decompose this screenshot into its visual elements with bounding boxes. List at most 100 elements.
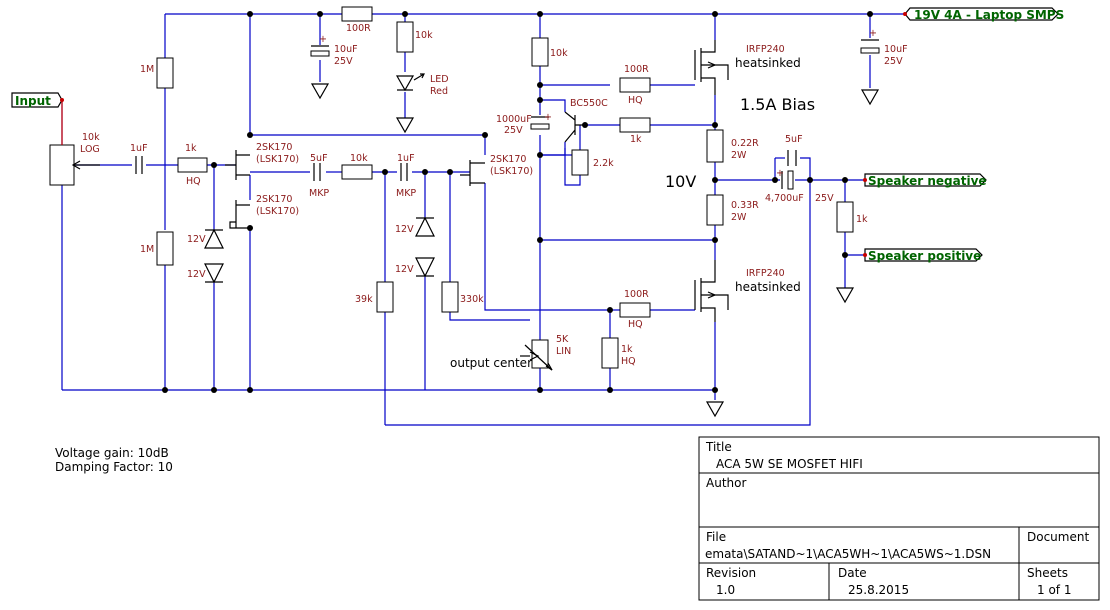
label-c-5uf-out: 5uF [785, 134, 803, 145]
resistor-1k-bias [619, 117, 651, 133]
output-center-annotation: output center [450, 356, 532, 370]
label-c-out-b: 25V [815, 193, 834, 204]
resistor-100r-q1 [619, 77, 651, 93]
resistor-033 [706, 194, 724, 226]
label-jfet1-a: 2SK170 [256, 142, 292, 153]
wires [61, 13, 905, 426]
title-value: ACA 5W SE MOSFET HIFI [716, 457, 863, 471]
supply-port-label: 19V 4A - Laptop SMPS [914, 8, 1064, 22]
speaker-positive-label: Speaker positive [868, 249, 981, 263]
label-r-022-rating: 2W [731, 150, 747, 161]
label-r-100r-q1: 100R [624, 64, 649, 75]
resistor-022 [706, 129, 724, 163]
resistor-2-2k [571, 149, 589, 176]
label-zener1: 12V [187, 234, 206, 245]
label-zener4: 12V [395, 264, 414, 275]
capacitors [135, 39, 880, 190]
label-r-1k-hq: 1k [621, 344, 633, 355]
resistors [49, 6, 854, 369]
label-jfet2-a: 2SK170 [256, 194, 292, 205]
label-r-100r-q1-grade: HQ [628, 95, 643, 106]
label-c-1000uf-b: 25V [504, 125, 523, 136]
label-c-in: 1uF [130, 143, 148, 154]
input-port: Input [11, 92, 64, 145]
label-pot-input-value: 10k [82, 132, 100, 143]
label-c-out-a: 4,700uF [765, 193, 804, 204]
potentiometer-5k [531, 339, 549, 369]
label-r-330k: 330k [460, 294, 484, 305]
resistor-1k-input [177, 157, 208, 173]
label-mosfet-bottom: IRFP240 [746, 268, 785, 279]
label-r-1k-out: 1k [856, 214, 868, 225]
author-label: Author [706, 476, 746, 490]
date-label: Date [838, 566, 867, 580]
speaker-positive-port: Speaker positive [863, 248, 983, 263]
label-mosfet-top-note: heatsinked [735, 56, 801, 70]
label-pot-5k-taper: LIN [556, 346, 571, 357]
revision-value: 1.0 [716, 583, 735, 597]
label-c-5uf: 5uF [310, 153, 328, 164]
title-label: Title [705, 440, 732, 454]
date-value: 25.8.2015 [848, 583, 909, 597]
title-block: Title ACA 5W SE MOSFET HIFI Author File … [698, 436, 1100, 601]
label-r-1k-in-grade: HQ [186, 176, 201, 187]
diodes [204, 73, 435, 284]
speaker-negative-label: Speaker negative [868, 174, 987, 188]
resistor-1m-top [156, 57, 174, 89]
label-c-10uf-left-a: 10uF [334, 44, 358, 55]
resistor-10k-led [396, 21, 414, 53]
label-r-2-2k: 2.2k [593, 158, 614, 169]
ground-symbols [310, 83, 880, 418]
input-port-label: Input [15, 94, 51, 108]
component-labels: 1M 1M 10k LOG 1uF 1k HQ 2SK170 (LSK170) … [80, 23, 908, 367]
label-bc550c: BC550C [570, 98, 608, 109]
label-r-022: 0.22R [731, 138, 759, 149]
label-r-100r-q2: 100R [624, 289, 649, 300]
label-r-033-rating: 2W [731, 212, 747, 223]
label-c-10uf-right-b: 25V [884, 56, 903, 67]
label-r-10k-led: 10k [415, 30, 433, 41]
label-c-1uf-mid: 1uF [397, 153, 415, 164]
label-c-5uf-type: MKP [309, 188, 329, 199]
file-label: File [706, 530, 726, 544]
label-led-a: LED [430, 74, 449, 85]
label-c-10uf-left-b: 25V [334, 56, 353, 67]
label-zener2: 12V [187, 269, 206, 280]
document-label: Document [1027, 530, 1089, 544]
sheets-value: 1 of 1 [1037, 583, 1071, 597]
annotations: 1.5A Bias 10V output center Voltage gain… [55, 95, 815, 474]
label-r-100r-q2-grade: HQ [628, 319, 643, 330]
resistor-330k [441, 281, 459, 313]
sheets-label: Sheets [1027, 566, 1068, 580]
transistors [225, 40, 729, 322]
resistor-1k-out [836, 201, 854, 233]
label-c-10uf-right-a: 10uF [884, 44, 908, 55]
label-r-1k-hq-grade: HQ [621, 356, 636, 367]
svg-text:+: + [319, 34, 327, 45]
label-r-10k-right: 10k [550, 48, 568, 59]
label-mosfet-top: IRFP240 [746, 44, 785, 55]
label-c-1000uf-a: 1000uF [496, 114, 532, 125]
resistor-1k-hq [601, 337, 619, 369]
label-pot-input-taper: LOG [80, 144, 100, 155]
label-led-b: Red [430, 86, 448, 97]
label-r-10k-mid: 10k [350, 153, 368, 164]
speaker-negative-port: Speaker negative [863, 173, 987, 188]
svg-text:+: + [544, 112, 552, 123]
file-value: emata\SATAND~1\ACA5WH~1\ACA5WS~1.DSN [705, 547, 991, 561]
label-r-1m-top: 1M [140, 64, 154, 75]
label-r-100r-top: 100R [346, 23, 371, 34]
svg-text:+: + [869, 28, 877, 39]
junctions [162, 11, 873, 393]
voltage-gain-note: Voltage gain: 10dB [55, 446, 169, 460]
label-r-033: 0.33R [731, 200, 759, 211]
label-r-39k: 39k [355, 294, 373, 305]
resistor-100r-top [341, 6, 373, 22]
midpoint-annotation: 10V [665, 172, 696, 191]
label-r-1k-in: 1k [185, 143, 197, 154]
resistor-1m-bottom [156, 231, 174, 266]
resistor-10k-mid [341, 164, 373, 180]
label-zener3: 12V [395, 224, 414, 235]
